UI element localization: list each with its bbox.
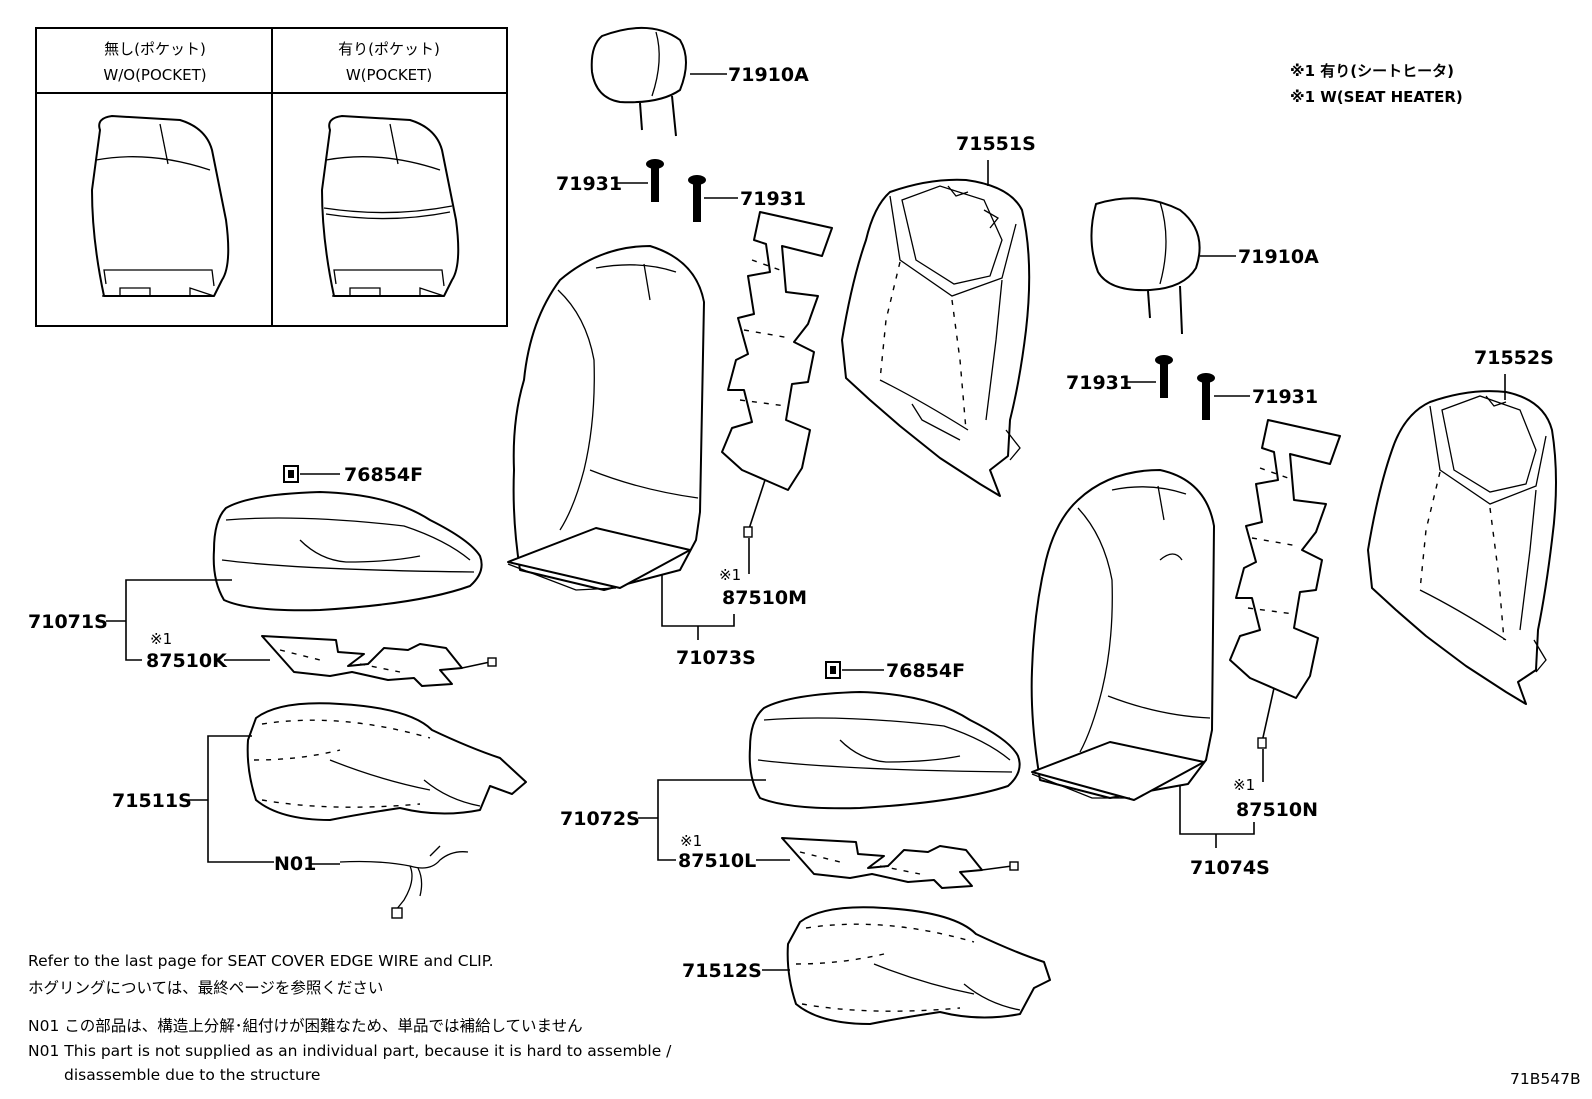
seatback-with-pocket — [321, 115, 460, 297]
seat-cushion-cover-right — [748, 691, 1021, 810]
label-71910A-left: 71910A — [728, 64, 809, 86]
label-71073S: 71073S — [676, 647, 756, 669]
seat-cushion-cover-left — [212, 491, 483, 612]
seat-cushion-heater-pad-right — [781, 837, 1019, 889]
seatback-pad-left — [841, 178, 1031, 497]
label-71074S: 71074S — [1190, 857, 1270, 879]
seat-cushion-pad-right — [786, 906, 1051, 1025]
label-87510L: 87510L — [678, 850, 756, 872]
pocket-inset-table: 無し(ポケット) W/O(POCKET) 有り(ポケット) W(POCKET) — [35, 27, 508, 327]
n01-wire-harness — [310, 845, 469, 919]
label-71552S: 71552S — [1474, 347, 1554, 369]
inset-without-jp: 無し(ポケット) — [104, 40, 206, 58]
seat-cushion-pad-left — [246, 702, 527, 821]
clip-76854F-right — [825, 661, 841, 679]
label-87510N: 87510N — [1236, 799, 1318, 821]
mark-87510N: ※1 — [1233, 776, 1255, 794]
legend-line-jp: ※1 有り(シートヒータ) — [1290, 62, 1454, 80]
diagram-id: 71B547B — [1510, 1070, 1581, 1088]
bolt-71931-right-b — [1197, 373, 1215, 420]
seatback-heater-pad-right — [1229, 419, 1341, 749]
label-71551S: 71551S — [956, 133, 1036, 155]
headrest-left — [590, 27, 687, 137]
note-n01-en-1: N01 This part is not supplied as an indi… — [28, 1042, 672, 1060]
mark-87510M: ※1 — [719, 566, 741, 584]
label-76854F-right: 76854F — [886, 660, 965, 682]
label-71910A-right: 71910A — [1238, 246, 1319, 268]
seatback-heater-pad-left — [721, 211, 833, 538]
seatback-cover-right — [1030, 469, 1215, 801]
note-refer-en: Refer to the last page for SEAT COVER ED… — [28, 952, 494, 970]
inset-with-jp: 有り(ポケット) — [338, 40, 440, 58]
inset-with-en: W(POCKET) — [346, 66, 432, 84]
label-76854F-left: 76854F — [344, 464, 423, 486]
mark-87510L: ※1 — [680, 832, 702, 850]
note-n01-jp: N01 この部品は、構造上分解･組付けが困難なため、単品では補給していません — [28, 1017, 583, 1035]
label-71931-left-b: 71931 — [740, 188, 806, 210]
bolt-71931-right-a — [1155, 355, 1173, 398]
label-71931-right-a: 71931 — [1066, 372, 1132, 394]
seat-cushion-heater-pad-left — [261, 635, 497, 687]
seatback-without-pocket — [91, 115, 230, 297]
label-71512S: 71512S — [682, 960, 762, 982]
mark-87510K: ※1 — [150, 630, 172, 648]
label-71931-right-b: 71931 — [1252, 386, 1318, 408]
clip-76854F-left — [283, 465, 299, 483]
label-71072S: 71072S — [560, 808, 640, 830]
bolt-71931-left-a — [646, 159, 664, 202]
label-N01: N01 — [274, 853, 316, 875]
note-n01-en-2: disassemble due to the structure — [64, 1066, 320, 1084]
label-87510M: 87510M — [722, 587, 807, 609]
label-71511S: 71511S — [112, 790, 192, 812]
note-refer-jp: ホグリングについては、最終ページを参照ください — [28, 979, 383, 997]
legend-line-en: ※1 W(SEAT HEATER) — [1290, 88, 1463, 106]
seatback-cover-left — [507, 245, 705, 591]
inset-without-en: W/O(POCKET) — [103, 66, 206, 84]
label-71071S: 71071S — [28, 611, 108, 633]
seatback-pad-right — [1367, 390, 1557, 705]
headrest-right — [1090, 197, 1201, 335]
label-71931-left-a: 71931 — [556, 173, 622, 195]
bolt-71931-left-b — [688, 175, 706, 222]
label-87510K: 87510K — [146, 650, 228, 672]
